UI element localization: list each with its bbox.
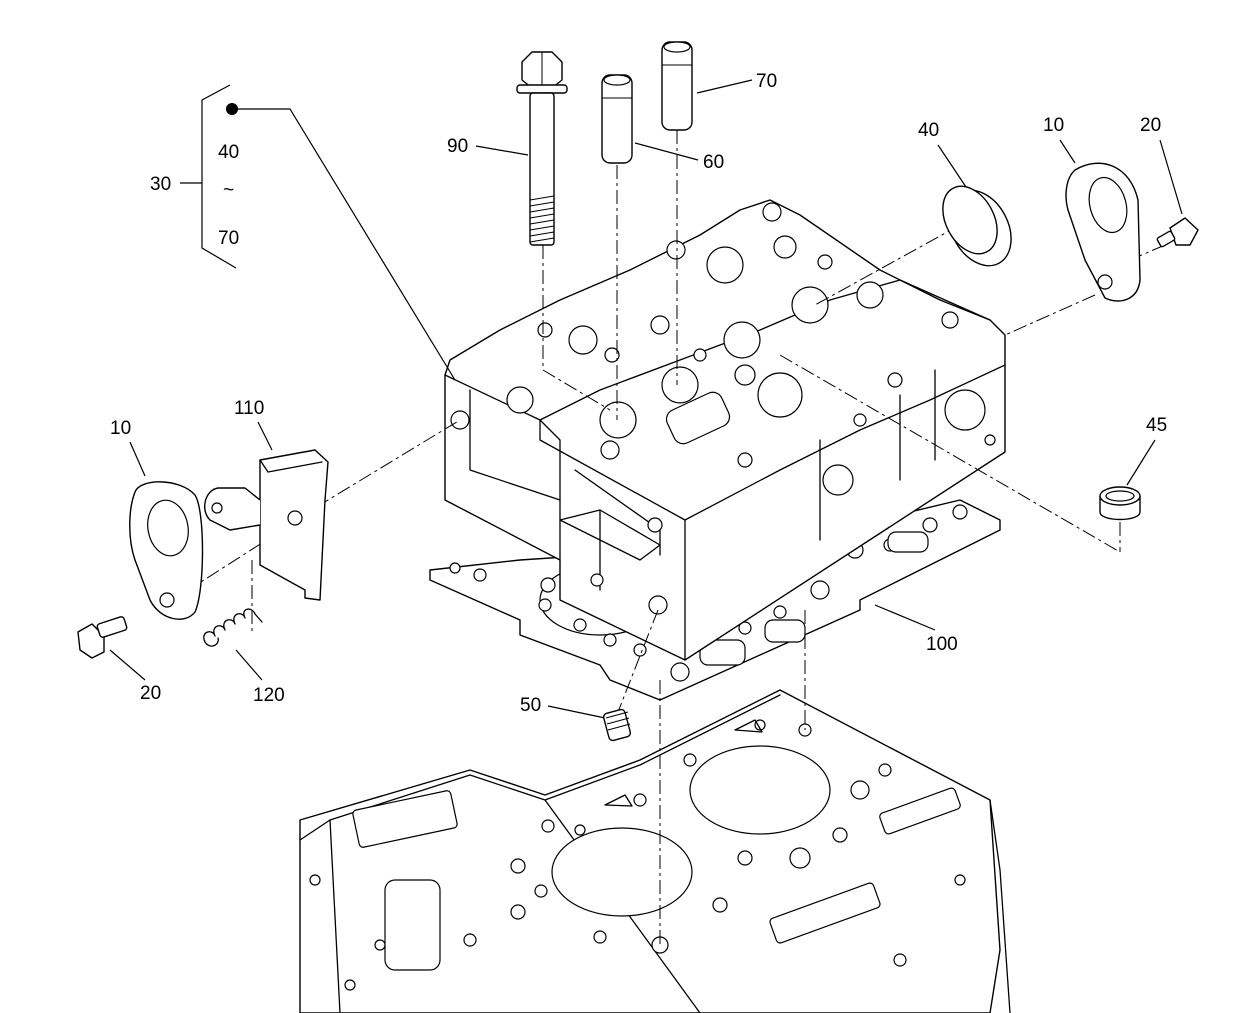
callout-70-top: 70: [756, 71, 777, 92]
group-indicator-dot: [226, 103, 238, 115]
bolt-part-90: [516, 51, 568, 246]
callout-100: 100: [926, 634, 958, 655]
callout-60: 60: [703, 152, 724, 173]
callout-110: 110: [234, 398, 264, 419]
callout-10-right: 10: [1043, 115, 1064, 136]
seal-ring-part-45: [1099, 486, 1141, 521]
spring-part-120: [203, 608, 263, 647]
engine-block: [299, 689, 1011, 1013]
stud-part-50: [602, 708, 632, 742]
plug-cap-part-40: [942, 185, 1012, 267]
callout-50: 50: [520, 695, 541, 716]
callout-120: 120: [253, 685, 285, 706]
group-range-symbol: ~: [223, 180, 234, 201]
leader-lines: [109, 79, 1183, 719]
callout-labels: 10 20 40 70 60 90 30 40 ~ 70 45 110 10 2…: [110, 71, 1167, 716]
callout-70-group: 70: [218, 228, 239, 249]
callout-40-right: 40: [918, 120, 939, 141]
callout-45: 45: [1146, 415, 1167, 436]
lifting-bracket-part-10-right: [1065, 162, 1141, 302]
bolt-part-20-right: [1156, 217, 1199, 248]
callout-10-left: 10: [110, 418, 131, 439]
callout-20-right: 20: [1140, 115, 1161, 136]
valve-guide-part-60: [601, 74, 633, 164]
lifting-bracket-part-10-left: [129, 481, 204, 620]
cylinder-head: [444, 199, 1006, 661]
bolt-part-20-left: [77, 616, 128, 659]
callout-40-group: 40: [218, 142, 239, 163]
bracket-plate-part-110: [204, 449, 329, 601]
callout-20-left: 20: [140, 683, 161, 704]
callout-30: 30: [150, 174, 171, 195]
callout-90: 90: [447, 136, 468, 157]
valve-guide-part-70: [661, 41, 693, 131]
